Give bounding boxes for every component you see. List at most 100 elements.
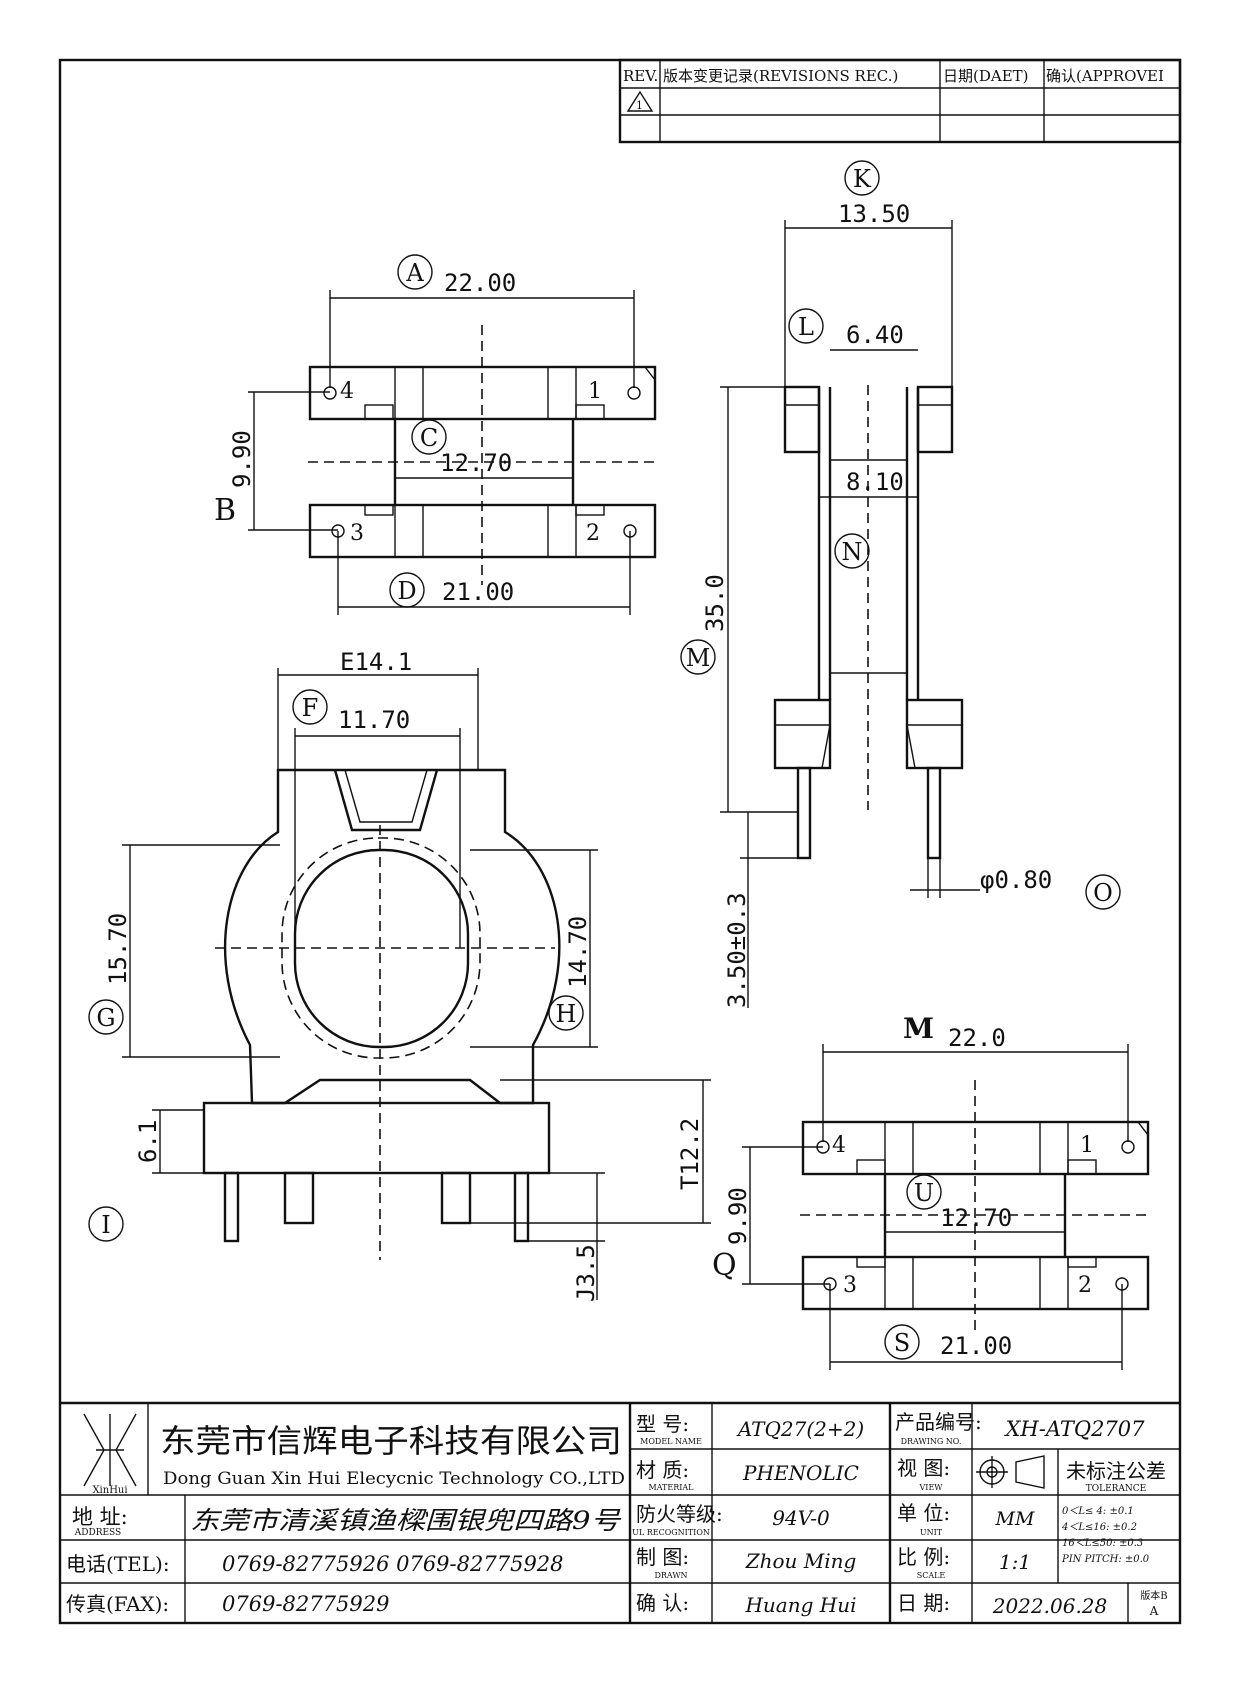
scale-value: 1:1: [999, 1550, 1031, 1574]
tolerance-row-1: 0＜L≤ 4: ±0.1: [1062, 1506, 1134, 1517]
tel-value: 0769-82775926 0769-82775928: [222, 1552, 564, 1576]
address-label-en: ADDRESS: [74, 1528, 121, 1538]
drawing-no-label: 产品编号:: [895, 1410, 982, 1434]
tolerance-label: 未标注公差: [1066, 1459, 1166, 1483]
dim-value-k: 13.50: [838, 200, 910, 228]
version-label: 版本B: [1140, 1589, 1167, 1602]
dim-value-f: 11.70: [338, 706, 410, 734]
tolerance-row-4: PIN PITCH: ±0.0: [1061, 1554, 1150, 1565]
dim-value-h: 14.70: [564, 916, 592, 988]
dim-letter-b: B: [214, 493, 236, 528]
fax-label: 传真(FAX):: [66, 1592, 169, 1616]
unit-value: MM: [995, 1508, 1035, 1530]
dim-value-i-left: 6.1: [134, 1120, 162, 1163]
dim-letter-c: C: [420, 424, 438, 452]
dim-letter-h: H: [556, 1000, 577, 1028]
tel-label: 电话(TEL):: [66, 1552, 170, 1576]
dim-letter-pv: M: [903, 1012, 934, 1045]
dim-letter-a: A: [405, 259, 424, 287]
flame-label: 防火等级:: [636, 1502, 723, 1526]
drawing-no-label-en: DRAWING NO.: [901, 1437, 962, 1446]
dim-letter-g: G: [96, 1004, 115, 1032]
dim-value-b: 9.90: [228, 430, 256, 488]
dim-letter-q: Q: [712, 1248, 737, 1283]
date-label: 日 期:: [897, 1591, 950, 1615]
dim-letter-i: I: [101, 1211, 110, 1239]
dim-value-s: 21.00: [940, 1332, 1012, 1360]
flame-value: 94V-0: [772, 1506, 830, 1530]
rev-col-approve: 确认(APPROVEI: [1046, 67, 1164, 85]
drawn-value: Zhou Ming: [745, 1549, 857, 1573]
dim-letter-s: S: [894, 1329, 910, 1357]
unit-label: 单 位:: [897, 1501, 950, 1525]
title-block: XinHui 东莞市信辉电子科技有限公司 Dong Guan Xin Hui E…: [60, 1401, 1180, 1623]
dim-value-g: 15.70: [104, 913, 132, 985]
tolerance-row-2: 4＜L≤16: ±0.2: [1061, 1522, 1137, 1533]
address-label: 地 址:: [72, 1505, 128, 1529]
dim-value-j: J3.5: [572, 1244, 600, 1302]
dim-value-t: T12.2: [676, 1118, 704, 1190]
dim-value-o: φ0.80: [980, 866, 1052, 894]
address-value: 东莞市清溪镇渔樑围银兜四路9号: [190, 1506, 622, 1535]
check-label: 确 认:: [636, 1591, 689, 1615]
front-view: E14.1 F 11.70 15.70 G 14.70 H T12.2 6.1: [88, 648, 711, 1302]
material-label: 材 质:: [636, 1458, 689, 1482]
company-logo: XinHui: [83, 1413, 137, 1496]
dim-letter-l: L: [798, 313, 814, 341]
model-label: 型 号:: [636, 1412, 689, 1436]
material-value: PHENOLIC: [742, 1461, 859, 1485]
dim-value-q: 9.90: [724, 1187, 752, 1245]
pin-label-1: 1: [588, 379, 602, 404]
pin-label-3-bottom: 3: [843, 1273, 857, 1298]
dim-value-pin-length: 3.50±0.3: [723, 892, 751, 1008]
dim-letter-m: M: [686, 644, 711, 672]
dim-value-c: 12.70: [440, 449, 512, 477]
projection-symbol-icon: [976, 1455, 1045, 1489]
dim-letter-n: N: [842, 538, 863, 566]
logo-text: XinHui: [92, 1485, 127, 1496]
flame-label-en: UL RECOGNITION: [632, 1528, 710, 1537]
scale-label: 比 例:: [897, 1545, 950, 1569]
top-view: 4 1 3 2 A 22.00 9.90 B C 12.70 D 21.00: [214, 254, 660, 615]
svg-text:1: 1: [636, 99, 643, 112]
dim-value-m: 35.0: [701, 574, 729, 632]
revision-table: REV. 版本变更记录(REVISIONS REC.) 日期(DAET) 确认(…: [618, 58, 1182, 144]
scale-label-en: SCALE: [917, 1571, 946, 1580]
drawn-label: 制 图:: [636, 1545, 689, 1569]
view-label-en: VIEW: [919, 1483, 944, 1492]
unit-label-en: UNIT: [920, 1528, 943, 1537]
model-label-en: MODEL NAME: [640, 1437, 702, 1446]
pin-label-1-bottom: 1: [1080, 1133, 1094, 1158]
rev-col-date: 日期(DAET): [943, 67, 1029, 85]
tolerance-label-en: TOLERANCE: [1086, 1484, 1147, 1494]
view-label: 视 图:: [897, 1456, 950, 1480]
company-name-cn: 东莞市信辉电子科技有限公司: [160, 1422, 622, 1460]
fax-value: 0769-82775929: [222, 1592, 389, 1616]
side-view: K 13.50 L 6.40 8.10 N 35.0 M 3.50±0.3 φ0…: [680, 160, 1121, 1008]
dim-letter-f: F: [302, 694, 319, 722]
material-label-en: MATERIAL: [649, 1483, 695, 1492]
dim-letter-d: D: [397, 577, 416, 605]
dim-value-l: 6.40: [846, 321, 904, 349]
dim-value-d: 21.00: [442, 578, 514, 606]
check-value: Huang Hui: [744, 1593, 856, 1617]
drawn-label-en: DRAWN: [654, 1571, 687, 1580]
dim-value-a: 22.00: [444, 269, 516, 297]
sheet-border: [58, 58, 1182, 1625]
pin-label-4-bottom: 4: [832, 1133, 846, 1158]
revision-triangle-icon: 1: [626, 90, 654, 112]
rev-col-record: 版本变更记录(REVISIONS REC.): [663, 67, 898, 85]
pin-label-4: 4: [340, 379, 354, 404]
date-value: 2022.06.28: [992, 1594, 1108, 1618]
dim-value-n: 8.10: [846, 468, 904, 496]
dim-value-pv: 22.0: [948, 1024, 1006, 1052]
dim-letter-u: U: [914, 1179, 934, 1207]
model-value: ATQ27(2+2): [736, 1417, 864, 1441]
dim-letter-o: O: [1093, 879, 1113, 907]
dim-value-u: 12.70: [940, 1204, 1012, 1232]
dim-letter-k: K: [853, 165, 872, 193]
dim-value-e: E14.1: [340, 648, 412, 676]
rev-col-rev: REV.: [623, 67, 658, 85]
version-value: A: [1149, 1604, 1159, 1618]
